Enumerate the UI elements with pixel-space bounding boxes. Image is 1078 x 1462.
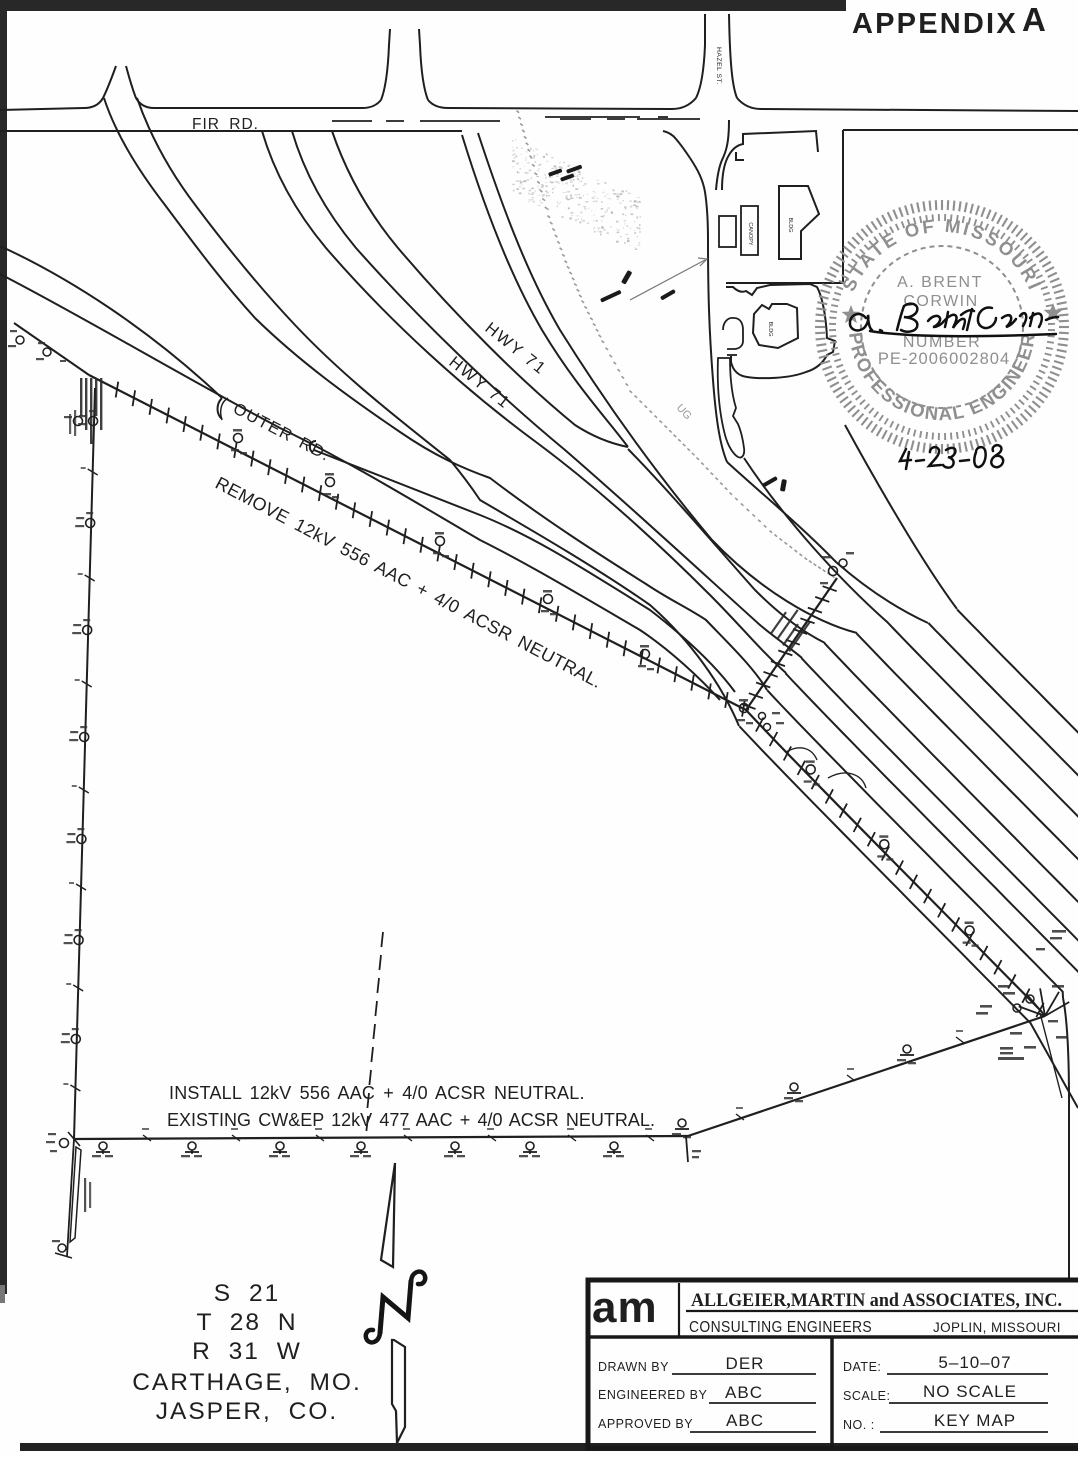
svg-text:BLDG: BLDG xyxy=(767,322,773,337)
svg-text:JASPER, CO.: JASPER, CO. xyxy=(156,1398,338,1425)
svg-text:KEY MAP: KEY MAP xyxy=(934,1411,1016,1430)
svg-text:ABC: ABC xyxy=(726,1411,764,1430)
svg-text:NO. :: NO. : xyxy=(843,1418,875,1432)
svg-text:A. BRENT: A. BRENT xyxy=(897,274,983,291)
svg-text:APPENDIX: APPENDIX xyxy=(852,8,1018,40)
svg-text:HAZEL ST.: HAZEL ST. xyxy=(715,47,722,85)
svg-text:CARTHAGE, MO.: CARTHAGE, MO. xyxy=(132,1369,362,1396)
svg-text:JOPLIN, MISSOURI: JOPLIN, MISSOURI xyxy=(933,1320,1061,1335)
svg-text:A: A xyxy=(1022,1,1046,38)
svg-text:ALLGEIER,MARTIN and ASSOCIATES: ALLGEIER,MARTIN and ASSOCIATES, INC. xyxy=(691,1290,1062,1311)
svg-text:DATE:: DATE: xyxy=(843,1360,881,1374)
svg-text:R 31 W: R 31 W xyxy=(192,1338,302,1365)
svg-text:APPROVED BY: APPROVED BY xyxy=(598,1417,693,1431)
svg-text:CORWIN: CORWIN xyxy=(903,293,978,310)
svg-text:PE-2006002804: PE-2006002804 xyxy=(878,350,1010,368)
svg-text:CONSULTING ENGINEERS: CONSULTING ENGINEERS xyxy=(689,1319,872,1336)
svg-text:BLDG: BLDG xyxy=(787,218,793,233)
svg-text:SCALE:: SCALE: xyxy=(843,1389,890,1403)
svg-text:INSTALL 12kV 556 AAC + 4/0 ACS: INSTALL 12kV 556 AAC + 4/0 ACSR NEUTRAL. xyxy=(169,1083,585,1103)
svg-text:ENGINEERED BY: ENGINEERED BY xyxy=(598,1388,707,1402)
svg-text:am: am xyxy=(592,1283,658,1332)
svg-text:T 28 N: T 28 N xyxy=(196,1309,297,1336)
svg-text:DER: DER xyxy=(726,1354,765,1373)
svg-text:5–10–07: 5–10–07 xyxy=(938,1353,1011,1372)
svg-text:FIR RD.: FIR RD. xyxy=(192,116,259,133)
svg-text:S 21: S 21 xyxy=(214,1280,280,1307)
svg-text:DRAWN BY: DRAWN BY xyxy=(598,1360,669,1374)
svg-text:CANOPY: CANOPY xyxy=(747,222,753,246)
svg-text:EXISTING CW&EP 12kV 477 AAC +: EXISTING CW&EP 12kV 477 AAC + 4/0 ACSR N… xyxy=(167,1110,655,1130)
svg-text:ABC: ABC xyxy=(725,1383,763,1402)
svg-text:NO SCALE: NO SCALE xyxy=(923,1382,1017,1401)
